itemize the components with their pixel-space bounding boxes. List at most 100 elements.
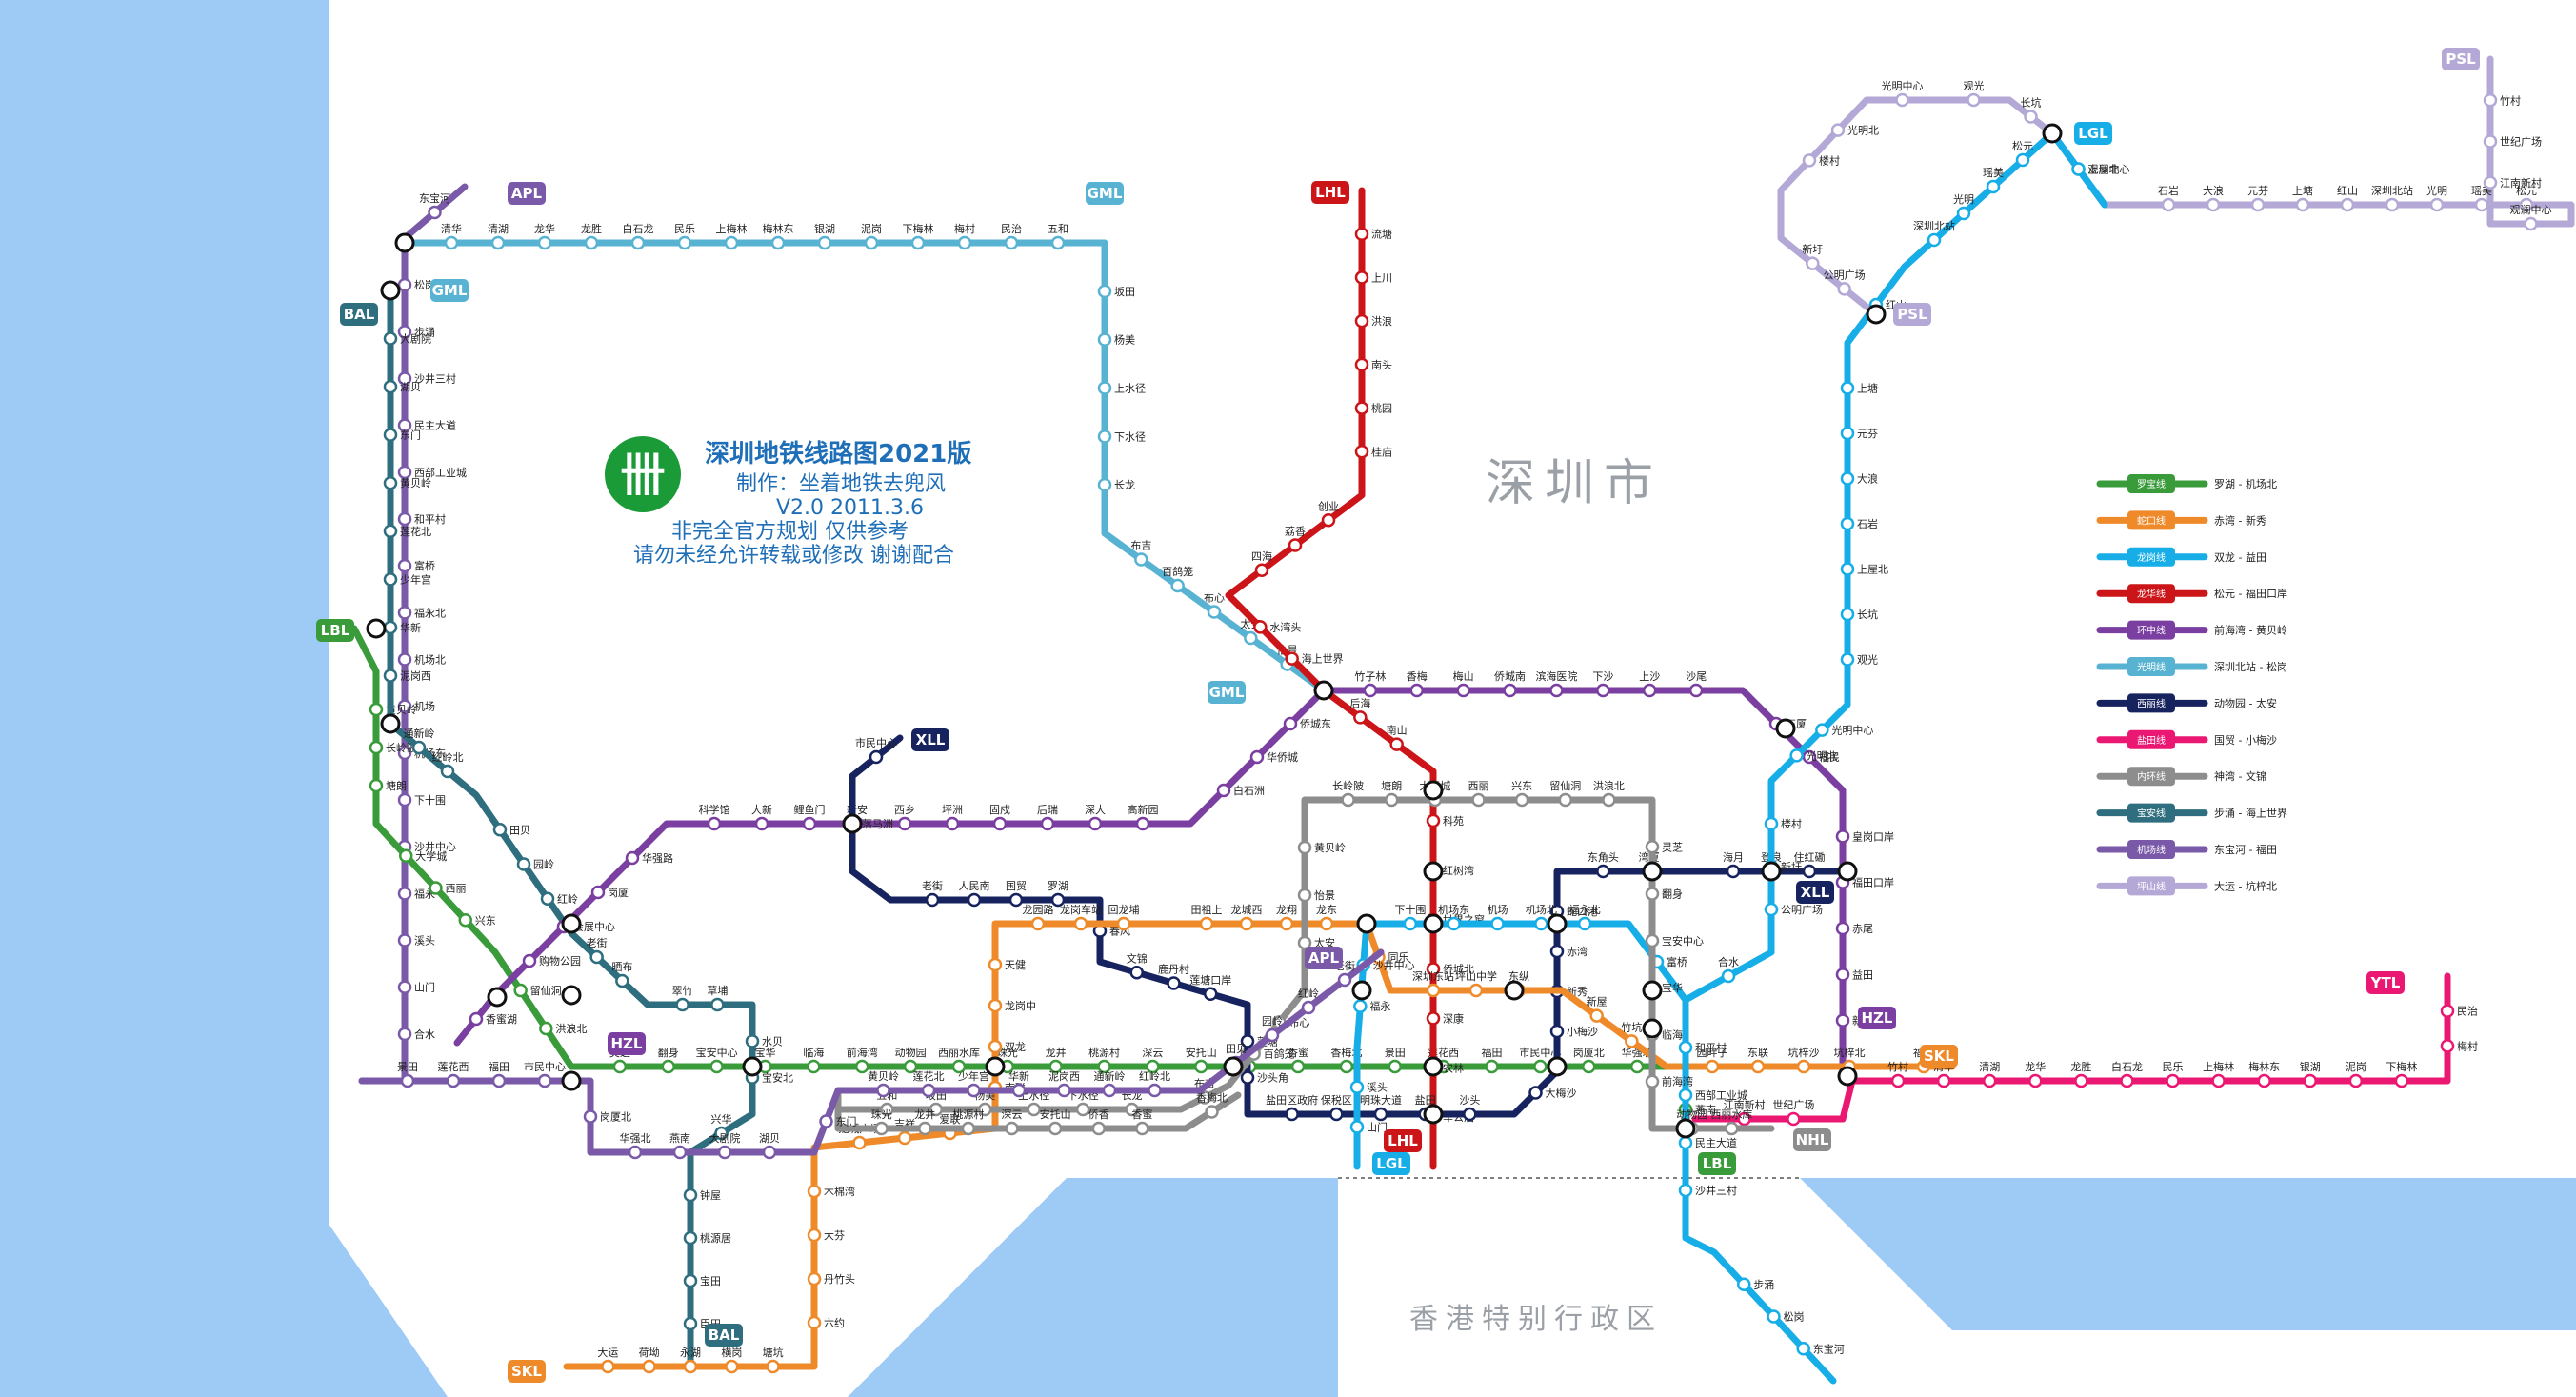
station[interactable]: 荔香 <box>1285 526 1306 552</box>
station[interactable]: 大浪 <box>1840 471 1878 486</box>
station-marker[interactable] <box>458 913 472 928</box>
station[interactable]: 盐田区政府 <box>1266 1093 1318 1122</box>
station[interactable]: 翻身 <box>1645 887 1683 901</box>
station-marker[interactable] <box>1207 605 1222 619</box>
station-marker[interactable] <box>1764 902 1779 917</box>
station-marker[interactable] <box>1789 748 1804 763</box>
line-badge[interactable]: GML <box>430 279 469 302</box>
station-marker[interactable] <box>817 235 832 250</box>
station[interactable]: 老街 <box>587 936 608 965</box>
station-marker[interactable] <box>1767 1309 1781 1324</box>
station-marker[interactable] <box>1956 206 1971 221</box>
station-marker[interactable] <box>717 1145 732 1160</box>
station[interactable]: 晒布 <box>611 961 632 988</box>
badge-bg[interactable] <box>1311 181 1349 204</box>
station[interactable]: 永湖 <box>680 1346 701 1374</box>
line-badge[interactable]: LGL <box>1372 1152 1410 1175</box>
station[interactable]: 东角头 <box>1588 851 1619 879</box>
station-marker[interactable] <box>978 1102 992 1117</box>
station[interactable]: 下水径 <box>1097 429 1146 444</box>
station[interactable]: 清华 <box>441 222 462 250</box>
station-marker[interactable] <box>1389 737 1404 751</box>
badge-bg[interactable] <box>340 303 378 326</box>
station[interactable]: 红山 <box>2337 185 2358 212</box>
line-badge[interactable]: XLL <box>911 728 949 751</box>
station-marker[interactable] <box>1678 1040 1693 1055</box>
interchange-marker[interactable] <box>742 1056 763 1077</box>
station[interactable]: 下梅林 <box>903 222 934 250</box>
station[interactable]: 黄贝岭 <box>1297 840 1346 855</box>
station-marker[interactable] <box>1194 1059 1208 1074</box>
station-marker[interactable] <box>807 1184 822 1199</box>
station[interactable]: 安托山 <box>1040 1108 1071 1136</box>
station[interactable]: 龙园路 <box>1023 904 1054 931</box>
station-marker[interactable] <box>2340 197 2355 212</box>
station[interactable]: 田贝 <box>492 823 530 837</box>
station-marker[interactable] <box>1796 1059 1811 1074</box>
station[interactable]: 四海 <box>1251 549 1272 577</box>
station[interactable]: 塘朗 <box>1381 779 1402 808</box>
station-marker[interactable] <box>428 205 442 220</box>
station[interactable]: 双龙 <box>988 1039 1026 1054</box>
station[interactable]: 福永北 <box>397 606 446 620</box>
station[interactable]: 福永北 <box>1569 903 1601 931</box>
station-marker[interactable] <box>1426 962 1441 976</box>
station-marker[interactable] <box>1005 1121 1019 1136</box>
station-marker[interactable] <box>1339 1059 1354 1074</box>
station[interactable]: 深云 <box>1142 1047 1163 1074</box>
station-marker[interactable] <box>1353 710 1368 725</box>
line-badge[interactable]: NHL <box>1793 1128 1831 1151</box>
station[interactable]: 龙岗车站 <box>1060 903 1102 931</box>
station-marker[interactable] <box>397 325 412 339</box>
station[interactable]: 荷坳 <box>639 1346 660 1374</box>
station[interactable]: 深康 <box>1426 1011 1464 1026</box>
station-marker[interactable] <box>745 1034 760 1048</box>
badge-bg[interactable] <box>1384 1129 1422 1152</box>
station[interactable]: 西丽水库 <box>938 1047 980 1074</box>
station-marker[interactable] <box>1840 516 1855 531</box>
station-marker[interactable] <box>369 740 384 755</box>
station[interactable]: 赤尾 <box>1835 921 1873 936</box>
station-marker[interactable] <box>897 816 912 831</box>
station[interactable]: 南山 <box>1387 725 1408 751</box>
station-marker[interactable] <box>1279 916 1294 931</box>
station-marker[interactable] <box>1254 563 1269 577</box>
station[interactable]: 灵芝 <box>1645 840 1683 854</box>
station-marker[interactable] <box>807 1315 822 1330</box>
station-marker[interactable] <box>615 973 629 988</box>
station[interactable]: 布心 <box>1204 592 1225 619</box>
station-marker[interactable] <box>1240 1034 1255 1048</box>
interchange-marker[interactable] <box>380 713 401 734</box>
station-marker[interactable] <box>2524 216 2538 231</box>
station[interactable]: 世纪广场 <box>1772 1098 1814 1127</box>
station[interactable]: 通新岭 <box>404 727 435 755</box>
station[interactable]: 购物公园 <box>522 953 581 968</box>
station-marker[interactable] <box>1199 916 1214 931</box>
station-marker[interactable] <box>957 235 972 250</box>
station[interactable]: 香蜜湖 <box>469 1011 517 1027</box>
badge-bg[interactable] <box>1793 1128 1831 1151</box>
badge-bg[interactable] <box>1086 182 1124 205</box>
station-marker[interactable] <box>2024 110 2038 124</box>
station[interactable]: 珠光 <box>871 1108 892 1136</box>
station[interactable]: 龙华 <box>2025 1060 2046 1088</box>
station[interactable]: 观光 <box>1964 79 1985 108</box>
station-marker[interactable] <box>1285 1107 1299 1122</box>
station-marker[interactable] <box>903 1059 918 1074</box>
station[interactable]: 园岭 <box>516 857 554 871</box>
station-marker[interactable] <box>852 1135 867 1150</box>
station[interactable]: 莲花北 <box>383 524 431 539</box>
station-marker[interactable] <box>1354 445 1369 459</box>
station[interactable]: 西乡 <box>894 804 915 831</box>
station[interactable]: 固戍 <box>989 804 1010 831</box>
interchange-marker[interactable] <box>1351 980 1372 1001</box>
station-marker[interactable] <box>1363 683 1378 698</box>
station[interactable]: 上屋北 <box>1840 562 1888 576</box>
station[interactable]: 竹坑 <box>1621 1020 1642 1048</box>
station-marker[interactable] <box>1297 840 1312 855</box>
station[interactable]: 梅村 <box>2440 1039 2478 1053</box>
station-marker[interactable] <box>1088 816 1103 831</box>
station[interactable]: 石岩 <box>2158 184 2179 212</box>
station[interactable]: 泥岗西 <box>383 669 431 683</box>
station-marker[interactable] <box>1050 235 1066 250</box>
